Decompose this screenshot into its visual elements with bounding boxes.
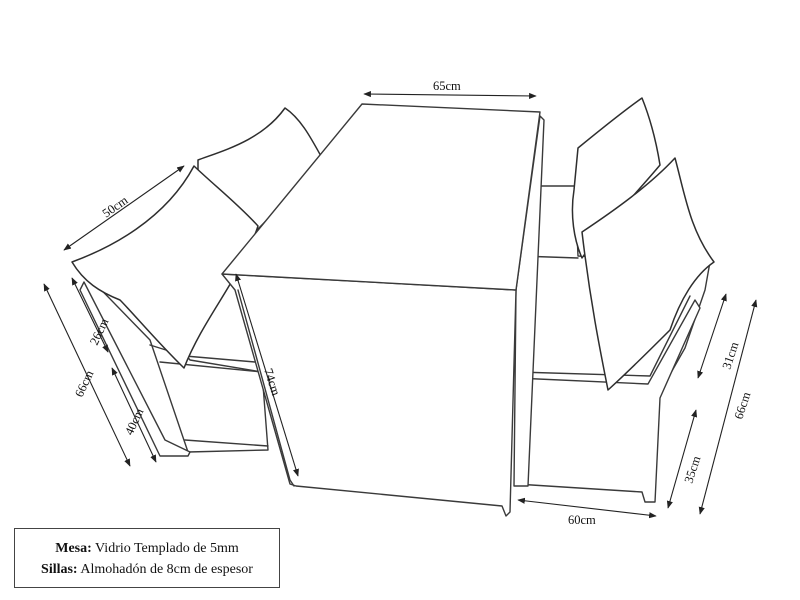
legend-sillas-label: Sillas: [41,562,78,577]
legend-mesa-row: Mesa: Vidrio Templado de 5mm [15,538,279,559]
dim-left-total-height: 66cm [72,368,97,399]
legend-sillas-value: Almohadón de 8cm de espesor [77,562,253,577]
right-bench-base [515,299,701,503]
table-top [221,103,541,291]
materials-legend: Mesa: Vidrio Templado de 5mm Sillas: Alm… [14,528,280,588]
legend-mesa-value: Vidrio Templado de 5mm [91,541,239,556]
dim-bench-depth: 50cm [100,193,131,221]
legend-sillas-row: Sillas: Almohadón de 8cm de espesor [15,559,279,580]
dim-right-total-height: 66cm [732,390,754,421]
right-bench [515,97,715,503]
right-back-cushion [571,97,661,259]
dim-right-bench-width: 60cm [568,513,596,527]
right-front-cushion [581,157,715,391]
legend-mesa-label: Mesa: [55,541,92,556]
dim-table-width: 65cm [433,79,461,93]
dim-right-seat-height: 35cm [682,454,704,485]
